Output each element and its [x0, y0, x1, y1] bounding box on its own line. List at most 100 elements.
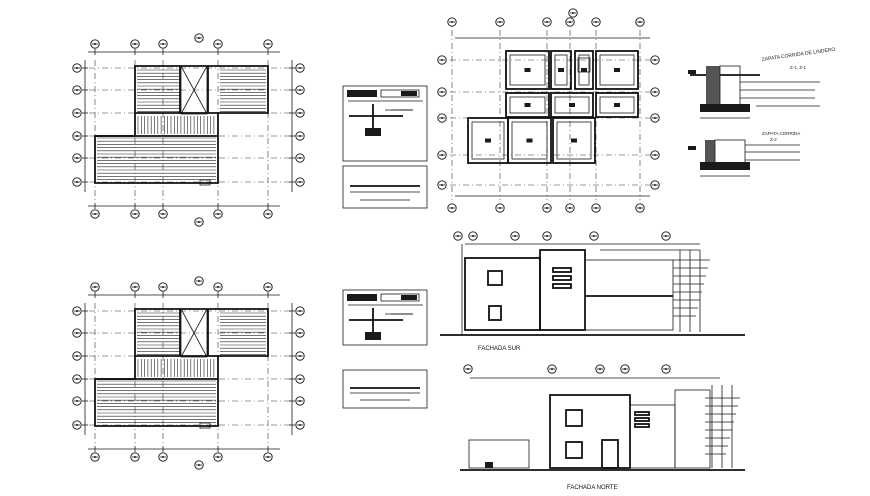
- grid-bubble-dot: [76, 67, 78, 69]
- grid-bubble: [661, 231, 671, 241]
- grid-bubble: [72, 153, 82, 163]
- grid-bubble: [295, 396, 305, 406]
- grid-bubble: [542, 17, 552, 27]
- grid-bubble-dot: [134, 213, 136, 215]
- footing-pad: [569, 103, 575, 107]
- grid-bubble-dot: [299, 355, 301, 357]
- grid-bubble-dot: [134, 456, 136, 458]
- grid-bubble: [650, 113, 660, 123]
- grid-bubble: [650, 55, 660, 65]
- grid-bubble-dot: [198, 464, 200, 466]
- grid-bubble: [90, 39, 100, 49]
- elevation-north: [460, 364, 745, 471]
- louver: [552, 275, 572, 281]
- grid-bubble: [130, 452, 140, 462]
- footing-bay: [552, 117, 596, 164]
- grid-bubble-dot: [665, 368, 667, 370]
- grid-bubble-dot: [299, 67, 301, 69]
- grid-bubble-dot: [217, 286, 219, 288]
- grid-bubble: [463, 364, 473, 374]
- grid-bubble: [72, 63, 82, 73]
- grid-bubble-dot: [599, 368, 601, 370]
- footing-bay: [595, 50, 639, 90]
- footing2-detail-title: ZAPATA CORRIDA: [762, 131, 800, 136]
- grid-bubble: [591, 17, 601, 27]
- footing-block: [365, 128, 381, 136]
- grid-bubble-dot: [499, 21, 501, 23]
- foundation-plan: [437, 8, 660, 213]
- grid-bubble: [158, 209, 168, 219]
- grid-bubble: [295, 108, 305, 118]
- louver: [634, 411, 650, 416]
- grid-bubble-dot: [546, 235, 548, 237]
- grid-bubble: [565, 203, 575, 213]
- grid-bubble-dot: [546, 21, 548, 23]
- grid-bubble: [437, 55, 447, 65]
- window: [488, 305, 502, 321]
- grid-bubble: [213, 282, 223, 292]
- grid-bubble-dot: [76, 424, 78, 426]
- footing-bay: [550, 50, 572, 90]
- grid-bubble-dot: [639, 21, 641, 23]
- grid-bubble: [635, 17, 645, 27]
- grid-bubble-dot: [76, 378, 78, 380]
- footing-pad: [485, 138, 491, 143]
- grid-bubble-dot: [595, 207, 597, 209]
- grid-bubble: [547, 364, 557, 374]
- footing-pad: [524, 103, 531, 107]
- grid-bubble: [650, 180, 660, 190]
- grid-bubble-dot: [441, 154, 443, 156]
- grid-bubble-dot: [76, 400, 78, 402]
- grid-bubble-dot: [267, 213, 269, 215]
- footing2-detail-subtitle: Z-2: [770, 137, 777, 142]
- grid-bubble: [72, 351, 82, 361]
- grid-bubble-dot: [451, 207, 453, 209]
- grid-bubble: [468, 231, 478, 241]
- grid-bubble: [213, 209, 223, 219]
- grid-bubble: [595, 364, 605, 374]
- grid-bubble: [72, 374, 82, 384]
- grid-bubble: [437, 87, 447, 97]
- grid-bubble-dot: [441, 59, 443, 61]
- grid-bubble-dot: [94, 286, 96, 288]
- grid-bubble-dot: [299, 89, 301, 91]
- footing-detail-subtitle: Z-1, Z-1: [790, 65, 806, 70]
- footing-detail-title: ZAPATA CORRIDA DE LINDERO: [761, 47, 835, 63]
- grid-bubble-dot: [624, 368, 626, 370]
- louver: [552, 283, 572, 289]
- footing-bay-inner: [556, 121, 592, 160]
- grid-bubble-dot: [665, 235, 667, 237]
- footing-wall-hatch: [706, 66, 720, 106]
- grid-bubble: [295, 374, 305, 384]
- grid-bubble: [591, 203, 601, 213]
- grid-bubble: [495, 203, 505, 213]
- grid-bubble-dot: [134, 43, 136, 45]
- door: [601, 439, 619, 469]
- grid-bubble: [263, 452, 273, 462]
- section-detail-top: [342, 85, 428, 162]
- grid-bubble-dot: [595, 21, 597, 23]
- grid-bubble-dot: [76, 181, 78, 183]
- window: [565, 409, 583, 427]
- grid-bubble: [495, 17, 505, 27]
- footing-bay-inner: [471, 121, 505, 160]
- wall-detail: [485, 462, 493, 468]
- grid-bubble: [213, 39, 223, 49]
- grid-bubble: [295, 131, 305, 141]
- footing-bay-inner: [509, 96, 546, 114]
- grid-bubble-dot: [94, 213, 96, 215]
- detail-title-block: [347, 294, 377, 301]
- footing-bay-inner: [511, 121, 548, 160]
- section-strip-frame: [342, 369, 428, 409]
- footing-pad: [581, 68, 587, 72]
- footing-pad: [571, 138, 577, 143]
- grid-bubble: [130, 39, 140, 49]
- grid-bubble-dot: [467, 368, 469, 370]
- grid-bubble: [72, 85, 82, 95]
- grid-bubble-dot: [198, 37, 200, 39]
- grid-bubble: [510, 231, 520, 241]
- footing-wall-hatch: [705, 140, 715, 166]
- wall-volume: [584, 259, 674, 331]
